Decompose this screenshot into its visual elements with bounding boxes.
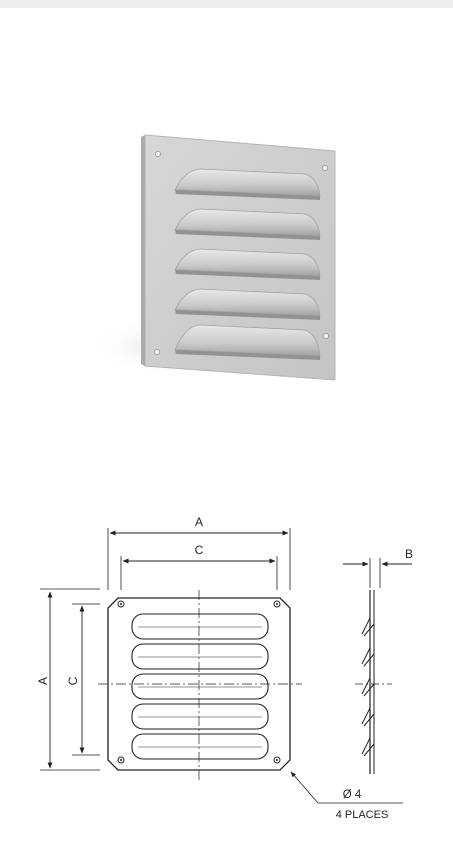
louver-slot — [131, 643, 269, 670]
photo-louver — [174, 208, 321, 240]
hole-icon — [117, 756, 125, 764]
louver-slot — [131, 703, 269, 730]
hole-icon — [117, 600, 125, 608]
dim-label-b: B — [405, 547, 413, 561]
dim-label-c-top: C — [195, 543, 204, 557]
dim-label-a-top: A — [195, 515, 203, 529]
front-view-outline — [107, 597, 291, 771]
corner-hole-icon — [154, 349, 160, 355]
corner-hole-icon — [155, 151, 161, 157]
side-view-louvers — [361, 617, 375, 757]
corner-hole-icon — [322, 165, 328, 171]
hole-icon — [273, 756, 281, 764]
dim-label-c-side: C — [66, 676, 80, 685]
louver-slot — [131, 613, 269, 640]
photo-louver — [174, 324, 321, 360]
dim-label-a-side: A — [36, 677, 50, 685]
photo-louver — [174, 168, 321, 200]
technical-drawing: A C A C Ø 4 4 PLACES — [0, 478, 453, 847]
photo-louver — [174, 248, 321, 280]
hole-count-label: 4 PLACES — [336, 809, 389, 821]
top-strip — [0, 0, 453, 8]
photo-louver — [174, 288, 321, 320]
hole-diameter-label: Ø 4 — [343, 789, 362, 801]
dimension-drawing: A C A C Ø 4 4 PLACES — [36, 515, 413, 821]
louver-slot — [131, 733, 269, 760]
product-photo — [0, 8, 453, 478]
corner-hole-icon — [323, 333, 329, 339]
plate-edge — [141, 135, 145, 366]
hole-leader-line — [290, 771, 319, 804]
louver-slot — [131, 673, 269, 700]
hole-icon — [273, 600, 281, 608]
vent-panel-photo — [90, 134, 336, 381]
